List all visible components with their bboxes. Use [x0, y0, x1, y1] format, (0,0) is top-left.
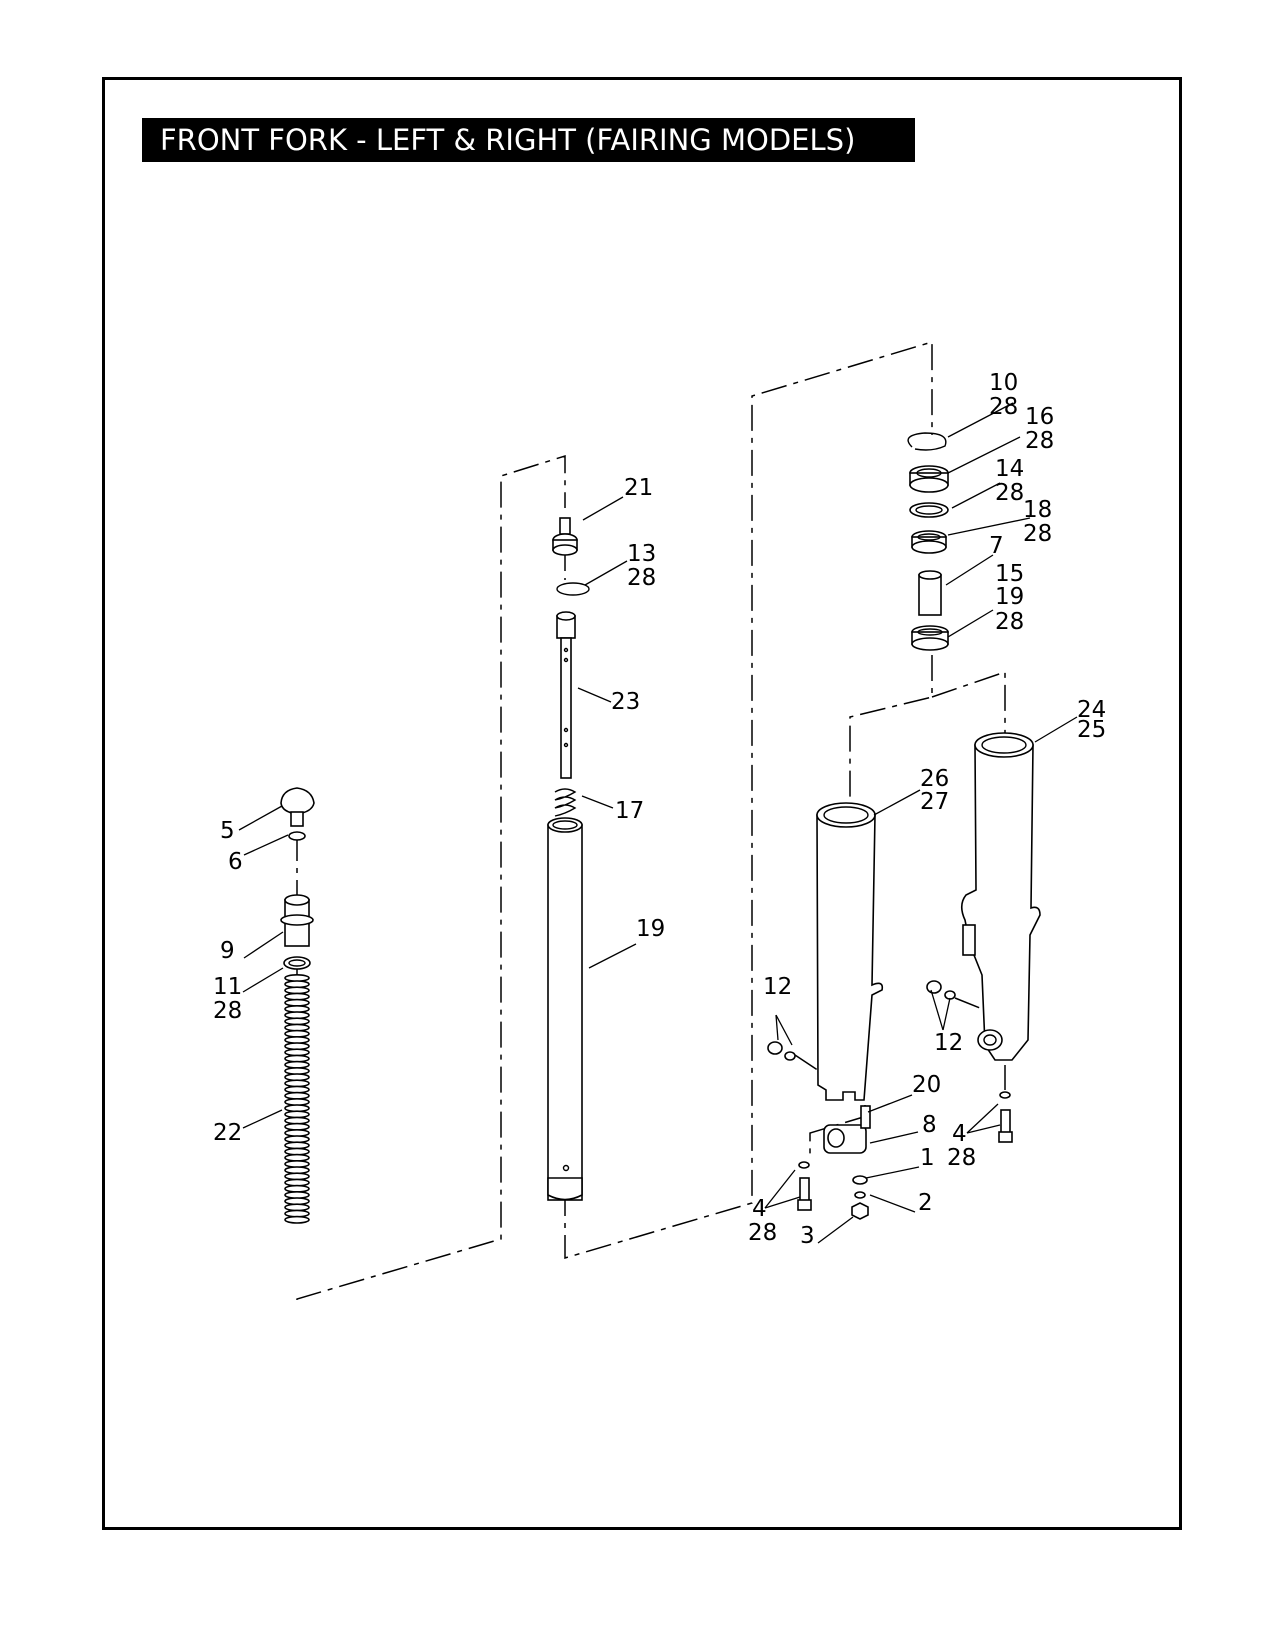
callout-22: 22 — [213, 1120, 242, 1146]
damper-tube — [556, 611, 576, 779]
callout-6: 6 — [228, 849, 243, 875]
drain-screw-12-right — [926, 980, 956, 1000]
right-fork-slider — [960, 732, 1041, 1061]
axle-holder-8 — [823, 1105, 871, 1154]
callout-19-tube: 19 — [636, 916, 665, 942]
o-ring-6 — [288, 831, 306, 841]
cap-screw-4-right — [998, 1091, 1013, 1143]
callout-4-left: 4 — [752, 1196, 767, 1222]
oil-lock-7 — [918, 570, 942, 616]
callout-labels: 10 28 16 28 14 28 18 28 7 15 19 28 21 13… — [213, 370, 1106, 1249]
damper-valve — [552, 517, 578, 556]
left-fork-slider — [816, 802, 884, 1101]
washer-11 — [283, 956, 311, 970]
callout-7: 7 — [989, 533, 1004, 559]
bushing-18 — [911, 530, 947, 554]
callout-24: 24 — [1077, 697, 1106, 723]
callout-25: 25 — [1077, 717, 1106, 743]
rebound-spring — [554, 788, 577, 817]
callout-12-left: 12 — [763, 974, 792, 1000]
callout-27: 27 — [920, 789, 949, 815]
cap-screw-4-left — [797, 1161, 812, 1211]
fork-tube — [547, 817, 583, 1201]
diagram-title: FRONT FORK - LEFT & RIGHT (FAIRING MODEL… — [142, 118, 915, 162]
callout-26: 26 — [920, 766, 949, 792]
fork-cap-bolt — [280, 787, 315, 827]
spring-spacer — [280, 894, 314, 947]
callout-13-28: 28 — [627, 565, 656, 591]
callout-13: 13 — [627, 541, 656, 567]
callout-14-28: 28 — [995, 480, 1024, 506]
callout-18-28: 28 — [1023, 521, 1052, 547]
oil-seal-16 — [909, 465, 949, 493]
drain-screw-12-left — [767, 1041, 796, 1061]
diagram-frame — [102, 77, 1182, 1530]
lockwasher-2 — [854, 1191, 866, 1199]
callout-9: 9 — [220, 938, 235, 964]
callout-11: 11 — [213, 974, 242, 1000]
callout-21: 21 — [624, 475, 653, 501]
callout-19-upper: 19 — [995, 584, 1024, 610]
callout-15: 15 — [995, 561, 1024, 587]
callout-16-28: 28 — [1025, 428, 1054, 454]
callout-18: 18 — [1023, 497, 1052, 523]
callout-4-left-28: 28 — [748, 1220, 777, 1246]
callout-17: 17 — [615, 798, 644, 824]
callout-16: 16 — [1025, 404, 1054, 430]
fork-spring — [284, 973, 310, 1224]
nut-3 — [851, 1202, 869, 1220]
callout-11-28: 28 — [213, 998, 242, 1024]
callout-20: 20 — [912, 1072, 941, 1098]
retaining-ring-13 — [556, 582, 590, 596]
leader-lines — [238, 402, 1078, 1244]
callout-1: 1 — [920, 1145, 935, 1171]
callout-4-right-28: 28 — [947, 1145, 976, 1171]
callout-23: 23 — [611, 689, 640, 715]
bushing-19 — [911, 625, 949, 651]
callout-2: 2 — [918, 1190, 933, 1216]
callout-12-right: 12 — [934, 1030, 963, 1056]
washer-1 — [852, 1175, 868, 1185]
spacer-14 — [909, 502, 949, 518]
callout-10-28: 28 — [989, 394, 1018, 420]
callout-14: 14 — [995, 456, 1024, 482]
callout-4-right: 4 — [952, 1121, 967, 1147]
callout-5: 5 — [220, 818, 235, 844]
retaining-ring-10 — [907, 432, 947, 451]
callout-8: 8 — [922, 1112, 937, 1138]
callout-19-upper-28: 28 — [995, 609, 1024, 635]
callout-3: 3 — [800, 1223, 815, 1249]
callout-10: 10 — [989, 370, 1018, 396]
